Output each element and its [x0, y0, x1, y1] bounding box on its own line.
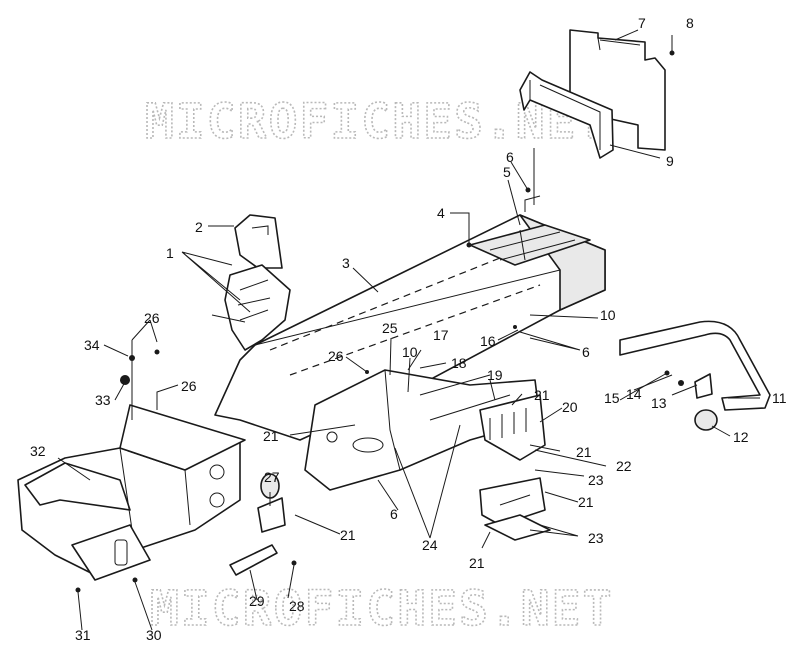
- callout-21-top: 21: [534, 387, 550, 403]
- rail-29: [229, 544, 278, 576]
- callout-15: 15: [604, 390, 620, 406]
- callout-23-bottom: 23: [588, 530, 604, 546]
- callout-18: 18: [451, 355, 467, 371]
- callout-labels: 1 2 3 4 5 6 7 8 9 10 10 11 12 13 14 15 1…: [30, 15, 787, 643]
- hitch-bracket-assembly: [479, 394, 551, 541]
- callout-21-center: 21: [340, 527, 356, 543]
- callout-4: 4: [437, 205, 445, 221]
- callout-28: 28: [289, 598, 305, 614]
- callout-27: 27: [264, 469, 280, 485]
- bumper-plug: [694, 409, 718, 431]
- callout-12: 12: [733, 429, 749, 445]
- callout-10-right: 10: [600, 307, 616, 323]
- callout-26-mid: 26: [181, 378, 197, 394]
- callout-23-top: 23: [588, 472, 604, 488]
- callout-20: 20: [562, 399, 578, 415]
- rear-bumper: [619, 320, 771, 411]
- callout-2: 2: [195, 219, 203, 235]
- callout-7: 7: [638, 15, 646, 31]
- side-plate: [71, 524, 151, 581]
- bracket-1: [211, 264, 291, 351]
- front-bumper-frame: [17, 404, 246, 576]
- callout-17: 17: [433, 327, 449, 343]
- bracket-2: [234, 214, 283, 269]
- callout-14: 14: [626, 386, 642, 402]
- watermark-top: MICROFICHES.NET: [145, 94, 608, 150]
- leader-lines: [57, 29, 760, 631]
- callout-26-top: 26: [144, 310, 160, 326]
- callout-21-bottom: 21: [469, 555, 485, 571]
- callout-21-lower-right: 21: [578, 494, 594, 510]
- callout-8: 8: [686, 15, 694, 31]
- callout-29: 29: [249, 593, 265, 609]
- callout-22: 22: [616, 458, 632, 474]
- snow-flap: [569, 29, 666, 151]
- callout-9: 9: [666, 153, 674, 169]
- watermark-bottom: MICROFICHES.NET: [150, 581, 613, 637]
- callout-13: 13: [651, 395, 667, 411]
- callout-25: 25: [382, 320, 398, 336]
- callout-21-right: 21: [576, 444, 592, 460]
- fastener-dots: [75, 50, 684, 593]
- callout-33: 33: [95, 392, 111, 408]
- callout-5: 5: [503, 164, 511, 180]
- callout-24: 24: [422, 537, 438, 553]
- callout-3: 3: [342, 255, 350, 271]
- callout-34: 34: [84, 337, 100, 353]
- callout-21-left: 21: [263, 428, 279, 444]
- callout-26-center: 26: [328, 348, 344, 364]
- callout-19: 19: [487, 367, 503, 383]
- callout-6-top: 6: [506, 149, 514, 165]
- callout-32: 32: [30, 443, 46, 459]
- callout-6-bottom: 6: [390, 506, 398, 522]
- bumper-plate: [694, 373, 713, 399]
- callout-1: 1: [166, 245, 174, 261]
- steering-plate: [257, 473, 286, 533]
- callout-16: 16: [480, 333, 496, 349]
- flap-bracket: [519, 71, 614, 159]
- callout-10-mid: 10: [402, 344, 418, 360]
- callout-30: 30: [146, 627, 162, 643]
- callout-6-right: 6: [582, 344, 590, 360]
- callout-31: 31: [75, 627, 91, 643]
- callout-11: 11: [772, 390, 787, 406]
